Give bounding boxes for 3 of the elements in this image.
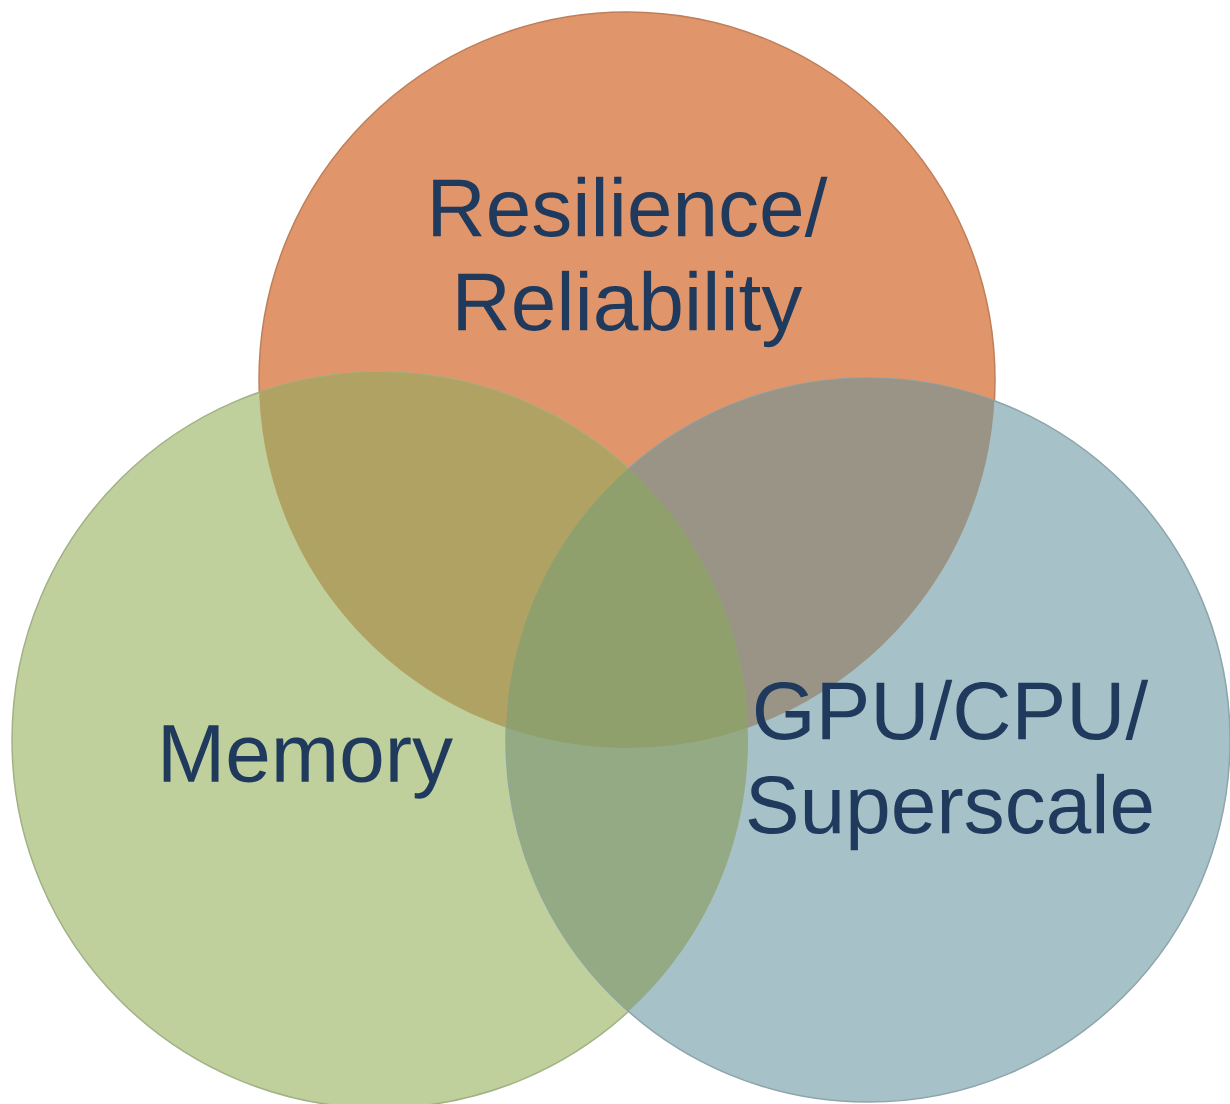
circle-label: Memory	[163, 725, 453, 799]
circle-label: Resilience/ Reliability	[433, 176, 828, 348]
circle-label: GPU/CPU/ Superscale	[748, 679, 1152, 851]
